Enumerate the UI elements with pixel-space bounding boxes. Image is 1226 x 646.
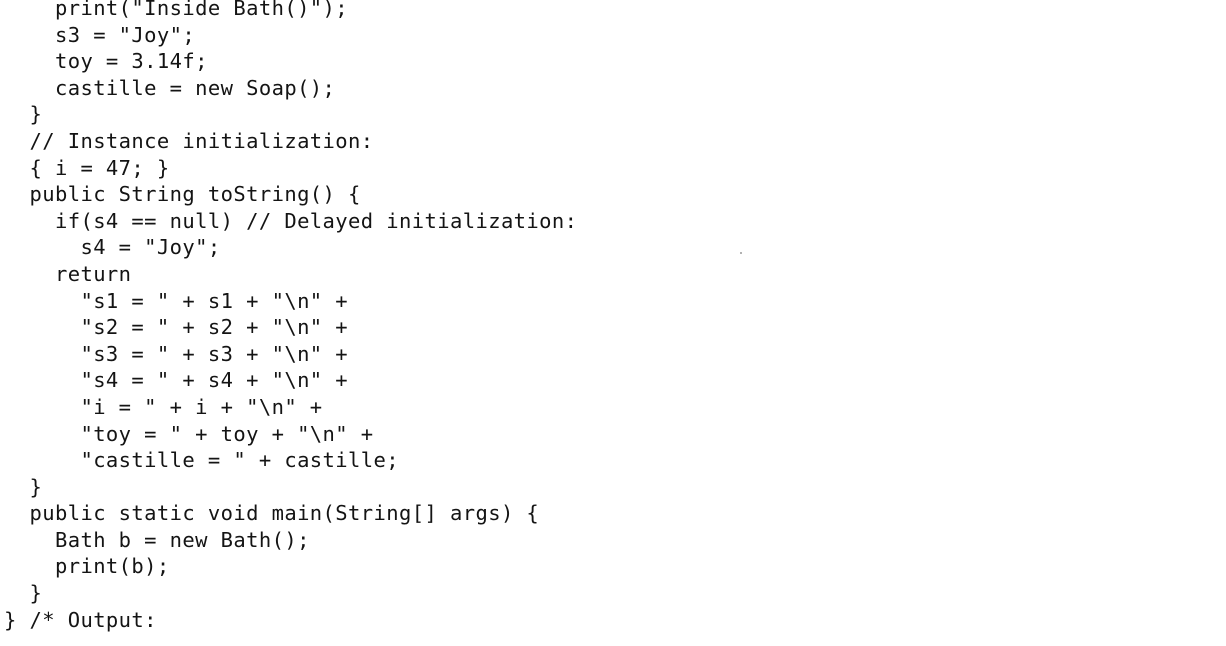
code-listing: print("Inside Bath()"); s3 = "Joy"; toy …	[4, 0, 577, 633]
code-line: toy = 3.14f;	[4, 49, 208, 74]
code-line: "s3 = " + s3 + "\n" +	[4, 341, 349, 366]
code-line: s4 = "Joy";	[4, 235, 221, 260]
code-line: }	[4, 474, 43, 499]
code-line: "s1 = " + s1 + "\n" +	[4, 288, 349, 313]
code-line: "toy = " + toy + "\n" +	[4, 421, 374, 446]
code-line: { i = 47; }	[4, 155, 170, 180]
code-line: s3 = "Joy";	[4, 22, 196, 47]
code-line: Bath b = new Bath();	[4, 527, 310, 552]
code-line: print("Inside Bath()");	[4, 0, 349, 20]
code-line: print(b);	[4, 554, 170, 579]
code-line: public static void main(String[] args) {	[4, 501, 540, 526]
code-line: "s2 = " + s2 + "\n" +	[4, 315, 349, 340]
code-line: } /* Output:	[4, 607, 157, 632]
code-line: if(s4 == null) // Delayed initialization…	[4, 208, 578, 233]
code-line: "castille = " + castille;	[4, 448, 400, 473]
code-line: castille = new Soap();	[4, 75, 336, 100]
code-line: }	[4, 581, 43, 606]
code-line: "i = " + i + "\n" +	[4, 394, 323, 419]
scan-speck	[740, 252, 742, 254]
code-line: // Instance initialization:	[4, 128, 374, 153]
code-line: }	[4, 102, 43, 127]
code-line: public String toString() {	[4, 182, 361, 207]
code-line: return	[4, 261, 132, 286]
code-line: "s4 = " + s4 + "\n" +	[4, 368, 349, 393]
